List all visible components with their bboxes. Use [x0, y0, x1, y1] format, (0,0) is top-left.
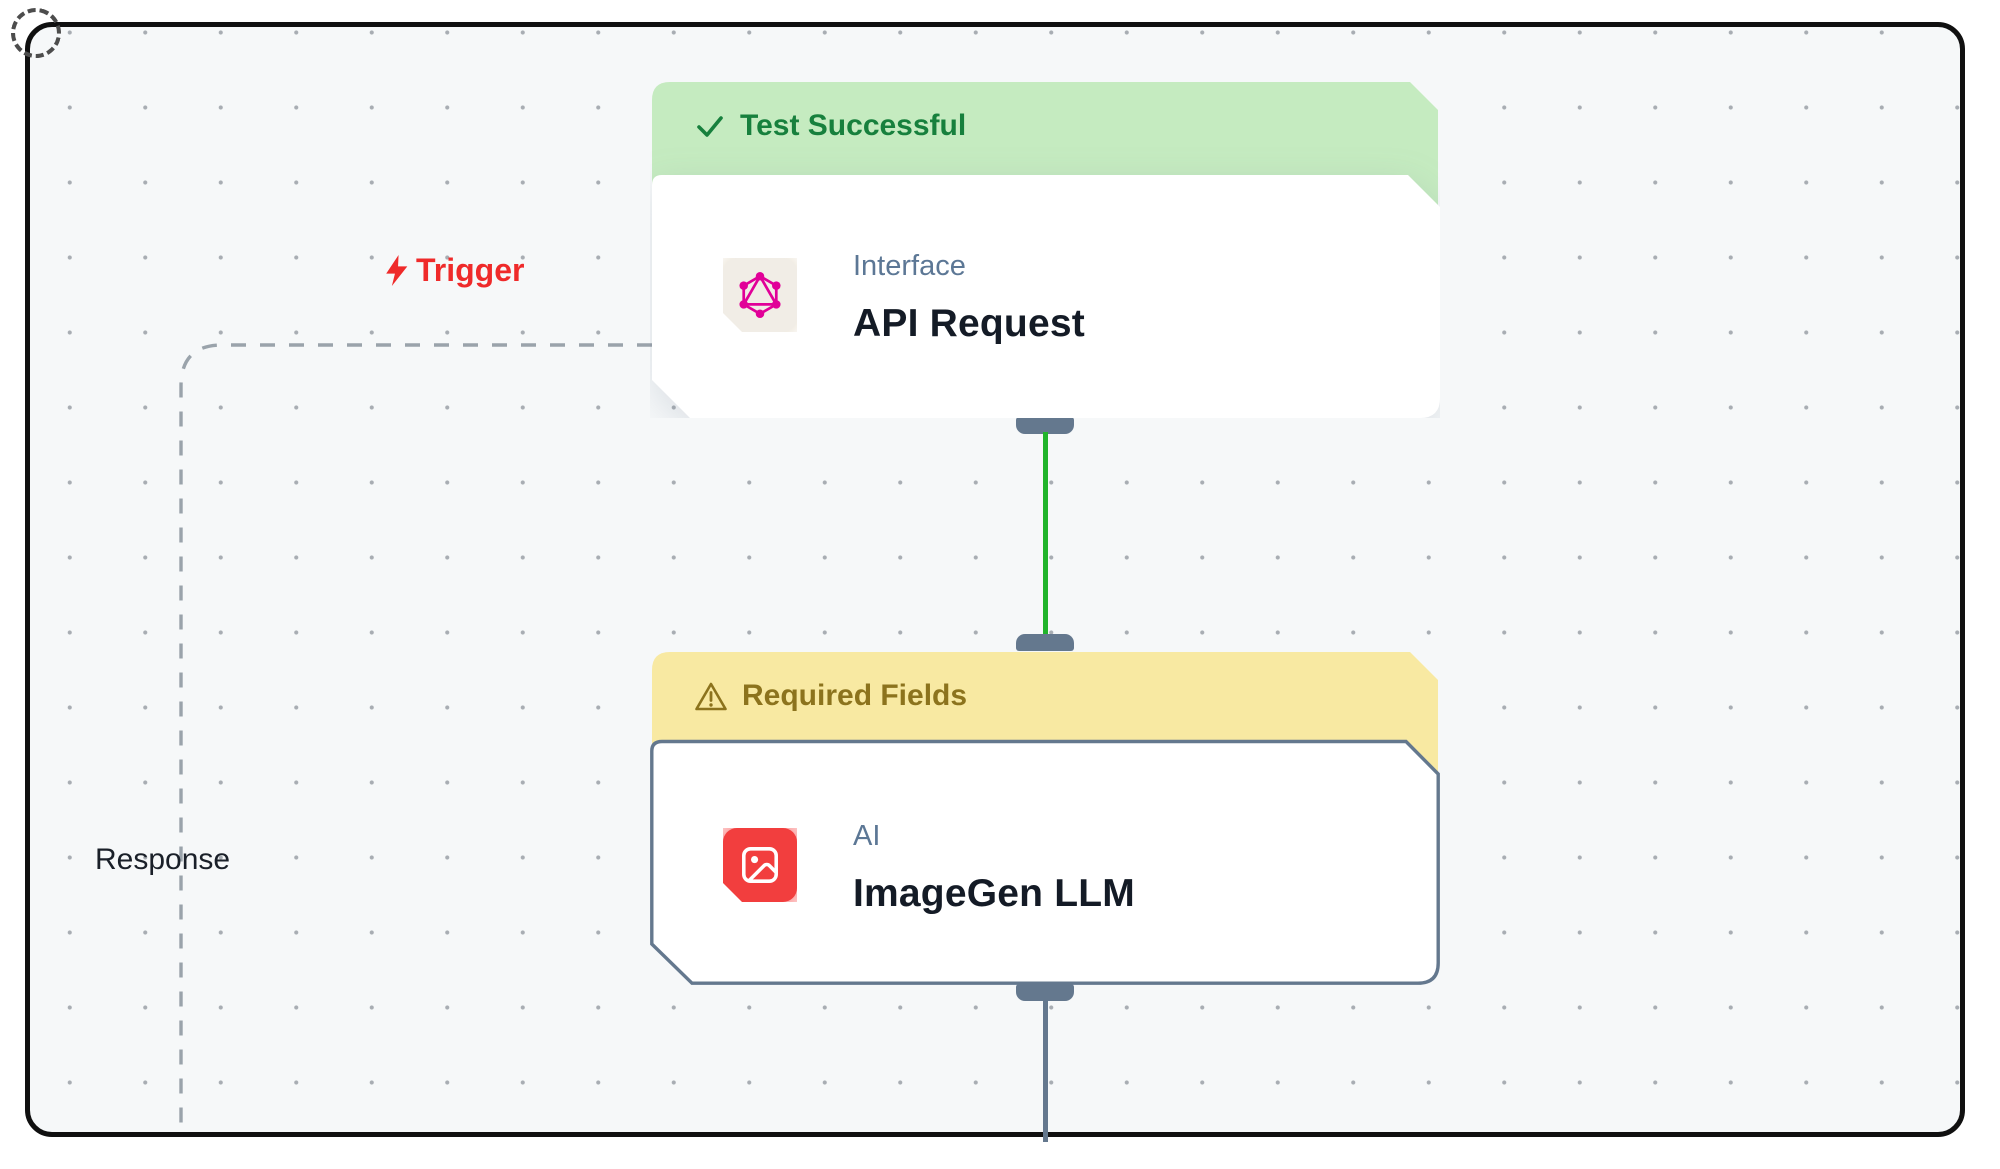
- lightning-bolt-icon: [386, 255, 408, 286]
- image-icon: [723, 828, 797, 902]
- node-category: AI: [853, 820, 881, 852]
- node-api-request[interactable]: Test Successful Interface API Request: [650, 80, 1440, 418]
- api-request-output-port[interactable]: [1016, 417, 1074, 434]
- node-api-shape: [652, 82, 1440, 418]
- warning-icon: [695, 682, 727, 710]
- imagegen-output-port[interactable]: [1016, 984, 1074, 1001]
- status-banner: Test Successful: [694, 109, 966, 143]
- response-edge-label: Response: [95, 843, 231, 876]
- check-icon: [697, 116, 723, 137]
- trigger-edge-label: Trigger: [383, 252, 524, 289]
- node-imagegen-shape: [650, 652, 1440, 985]
- status-banner-text: Test Successful: [740, 109, 967, 142]
- status-banner: Required Fields: [694, 679, 967, 713]
- trigger-edge-label-text: Trigger: [416, 252, 525, 288]
- status-banner-text: Required Fields: [742, 679, 968, 712]
- imagegen-outgoing-edge: [1043, 999, 1048, 1142]
- node-title: API Request: [853, 302, 1085, 345]
- imagegen-input-port[interactable]: [1016, 634, 1074, 651]
- node-imagegen-llm[interactable]: Required Fields AI ImageGen LLM: [650, 650, 1440, 985]
- graphql-icon: [723, 258, 797, 332]
- corner-dashed-circle: [6, 3, 66, 63]
- node-title: ImageGen LLM: [853, 872, 1135, 915]
- node-category: Interface: [853, 250, 966, 282]
- success-edge: [1043, 432, 1048, 636]
